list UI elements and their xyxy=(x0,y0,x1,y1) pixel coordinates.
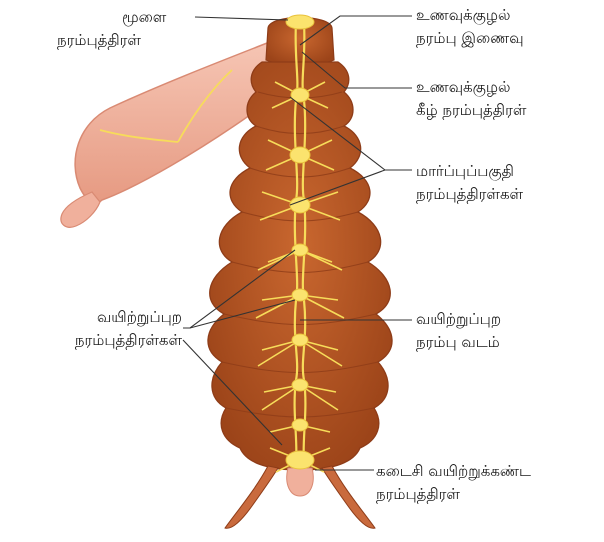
label-ventral-cord: வயிற்றுப்புற நரம்பு வடம் xyxy=(416,308,501,354)
brain-ganglion xyxy=(286,15,314,29)
label-ventral-cord-line1: வயிற்றுப்புற xyxy=(416,308,501,331)
label-subesophageal: உணவுக்குழல் கீழ் நரம்புத்திரள் xyxy=(416,76,526,122)
abdominal-ganglion-5 xyxy=(292,419,308,431)
label-terminal-ganglion: கடைசி வயிற்றுக்கண்ட நரம்புத்திரள் xyxy=(376,460,531,506)
label-terminal-ganglion-line1: கடைசி வயிற்றுக்கண்ட xyxy=(376,460,531,483)
label-abdominal-ganglia-line2: நரம்புத்திரள்கள் xyxy=(24,329,182,352)
label-brain: மூளை நரம்புத்திரள் xyxy=(122,6,166,52)
label-abdominal-ganglia: வயிற்றுப்புற நரம்புத்திரள்கள் xyxy=(24,306,182,352)
thoracic-ganglion-1 xyxy=(290,147,310,163)
abdominal-ganglion-2 xyxy=(292,289,308,301)
abdominal-ganglion-3 xyxy=(292,334,308,346)
terminal-ganglion xyxy=(286,451,314,469)
label-circum-connective: உணவுக்குழல் நரம்பு இணைவு xyxy=(416,4,524,50)
label-subesophageal-line1: உணவுக்குழல் xyxy=(416,76,526,99)
label-thoracic: மார்ப்புப்பகுதி நரம்புத்திரள்கள் xyxy=(416,160,523,206)
label-thoracic-line1: மார்ப்புப்பகுதி xyxy=(416,160,523,183)
label-abdominal-ganglia-line1: வயிற்றுப்புற xyxy=(24,306,182,329)
label-circum-connective-line1: உணவுக்குழல் xyxy=(416,4,524,27)
label-ventral-cord-line2: நரம்பு வடம் xyxy=(416,331,501,354)
thoracic-ganglion-2 xyxy=(290,197,310,213)
label-thoracic-line2: நரம்புத்திரள்கள் xyxy=(416,183,523,206)
label-subesophageal-line2: கீழ் நரம்புத்திரள் xyxy=(416,99,526,122)
label-circum-connective-line2: நரம்பு இணைவு xyxy=(416,27,524,50)
label-brain-line2: நரம்புத்திரள் xyxy=(57,29,166,52)
label-terminal-ganglion-line2: நரம்புத்திரள் xyxy=(376,483,531,506)
abdominal-ganglion-4 xyxy=(292,379,308,391)
label-brain-line1: மூளை xyxy=(122,6,166,29)
